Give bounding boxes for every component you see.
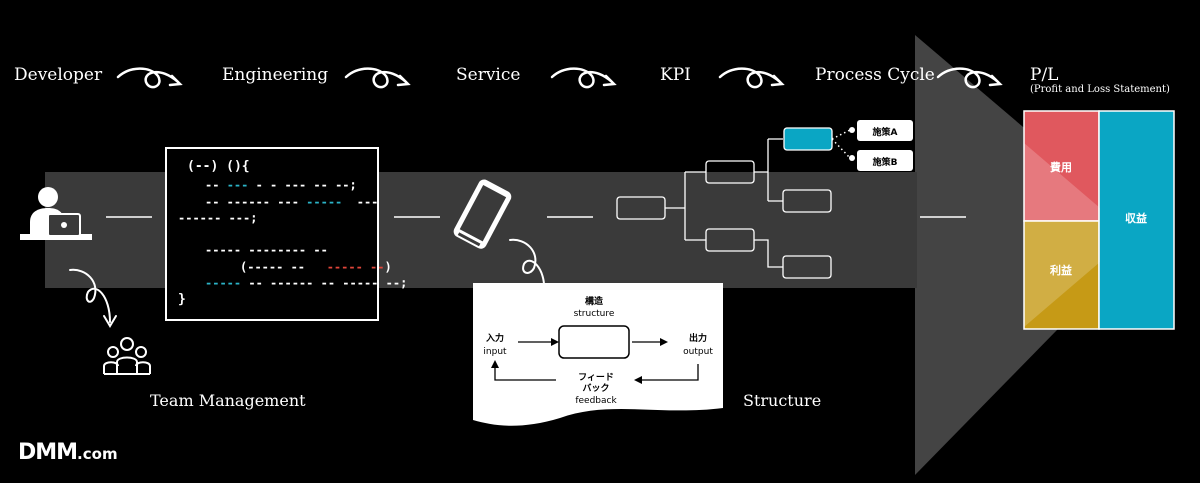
- input-label-ja: 入力: [485, 332, 504, 344]
- team-icon: [103, 337, 151, 375]
- phone-icon: [453, 179, 512, 249]
- structure-process-box: [558, 325, 630, 359]
- swirl-arrow-icon: [116, 67, 183, 89]
- swirl-arrow-icon: [550, 67, 617, 89]
- code-line: -- ------ --- ----- ---: [205, 195, 379, 209]
- code-line: -- --- - - --- -- --;: [205, 178, 357, 192]
- developer-icon: [20, 187, 92, 240]
- pl-revenue-block: [1098, 110, 1175, 330]
- pl-revenue-label: 収益: [1125, 211, 1147, 225]
- structure-title-ja: 構造: [585, 295, 604, 307]
- code-line: (--) (){: [187, 159, 250, 174]
- code-line: ----- -------- --: [205, 243, 328, 257]
- pl-cost-block: [1023, 110, 1100, 222]
- pl-cost-label: 費用: [1049, 160, 1072, 174]
- output-label-en: output: [683, 347, 713, 357]
- code-box: [165, 147, 379, 321]
- code-line: ------ ---;: [178, 211, 258, 225]
- feedback-label-ja2: バック: [582, 383, 609, 394]
- measure-a-box: [857, 120, 913, 141]
- measure-b-label: 施策B: [873, 156, 898, 168]
- output-label-ja: 出力: [689, 332, 707, 344]
- curly-arrow-icon: [69, 268, 117, 328]
- stage-service: Service: [456, 65, 521, 85]
- measure-links: [831, 129, 851, 159]
- structure-label: Structure: [743, 391, 822, 410]
- stage-process-cycle: Process Cycle: [815, 65, 935, 85]
- stage-pl-subtitle: (Profit and Loss Statement): [1030, 84, 1170, 95]
- code-line: ----- -- ------ -- ----- --;: [205, 276, 408, 290]
- code-line: (----- -- ----- --): [240, 260, 392, 274]
- stage-kpi: KPI: [660, 65, 691, 85]
- input-label-en: input: [483, 347, 507, 357]
- kpi-tree: [616, 138, 832, 279]
- swirl-arrow-icon: [936, 67, 1003, 89]
- measure-b-box: [857, 150, 913, 171]
- code-line: }: [178, 292, 186, 307]
- feedback-label-ja1: フィード: [578, 372, 614, 383]
- kpi-highlight-box: [783, 127, 833, 151]
- stage-pl: P/L: [1030, 65, 1059, 85]
- pl-profit-label: 利益: [1050, 263, 1072, 277]
- measure-a-label: 施策A: [873, 126, 898, 138]
- feedback-loop: [494, 364, 699, 381]
- stage-engineering: Engineering: [222, 65, 329, 85]
- pl-profit-block: [1023, 220, 1100, 330]
- arrow-overlay: [1024, 143, 1100, 327]
- feedback-label-en: feedback: [575, 396, 617, 406]
- structure-title-en: structure: [574, 309, 615, 319]
- dmm-logo: DMM.com: [18, 440, 118, 465]
- swirl-arrow-icon: [718, 67, 785, 89]
- stage-developer: Developer: [14, 65, 103, 85]
- team-management-label: Team Management: [150, 391, 306, 410]
- swirl-arrow-icon: [344, 67, 411, 89]
